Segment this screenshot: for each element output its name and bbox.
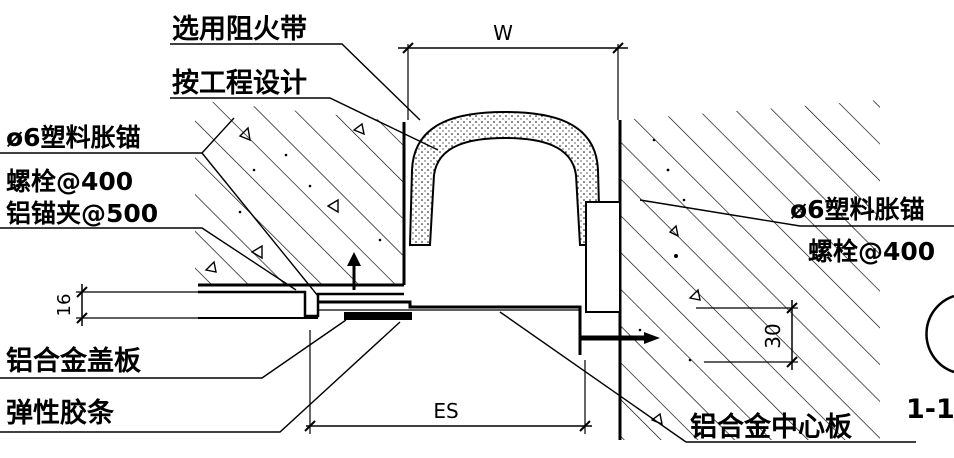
left-concrete-wall bbox=[195, 100, 406, 287]
es-dimension bbox=[304, 330, 592, 434]
aluminum-center-plate bbox=[318, 300, 582, 355]
section-symbol bbox=[925, 294, 954, 374]
right-concrete-wall bbox=[618, 100, 880, 440]
w-dimension bbox=[398, 42, 628, 120]
right-mounting-block bbox=[585, 201, 621, 313]
label-cover-plate: 铝合金盖板 bbox=[6, 345, 141, 377]
label-select-fire-belt: 选用阻火带 bbox=[172, 14, 307, 45]
label-clip: 铝锚夹@500 bbox=[6, 199, 158, 228]
label-anchor-right: ø6塑料胀锚 bbox=[790, 195, 925, 224]
aluminum-cover-plate bbox=[198, 290, 412, 320]
label-bolt-left: 螺栓@400 bbox=[6, 167, 133, 196]
fire-barrier-belt bbox=[408, 110, 602, 246]
left-anchor-bolt bbox=[347, 252, 361, 290]
thickness-dimension bbox=[76, 284, 200, 326]
label-anchor-left: ø6塑料胀锚 bbox=[6, 123, 141, 152]
label-section: 1-1 bbox=[906, 394, 954, 425]
label-center-plate: 铝合金中心板 bbox=[690, 411, 852, 443]
right-anchor-bolt bbox=[580, 332, 660, 344]
leader-lines bbox=[0, 43, 954, 443]
label-rubber-strip: 弹性胶条 bbox=[6, 397, 115, 429]
label-per-design: 按工程设计 bbox=[172, 67, 307, 99]
depth-dimension bbox=[696, 300, 798, 370]
label-bolt-right: 螺栓@400 bbox=[808, 237, 935, 266]
depth-dimension-label: 30 bbox=[761, 323, 785, 348]
thickness-dimension-label: 16 bbox=[54, 294, 75, 317]
w-dimension-label: W bbox=[493, 21, 513, 45]
es-dimension-label: ES bbox=[433, 399, 458, 423]
